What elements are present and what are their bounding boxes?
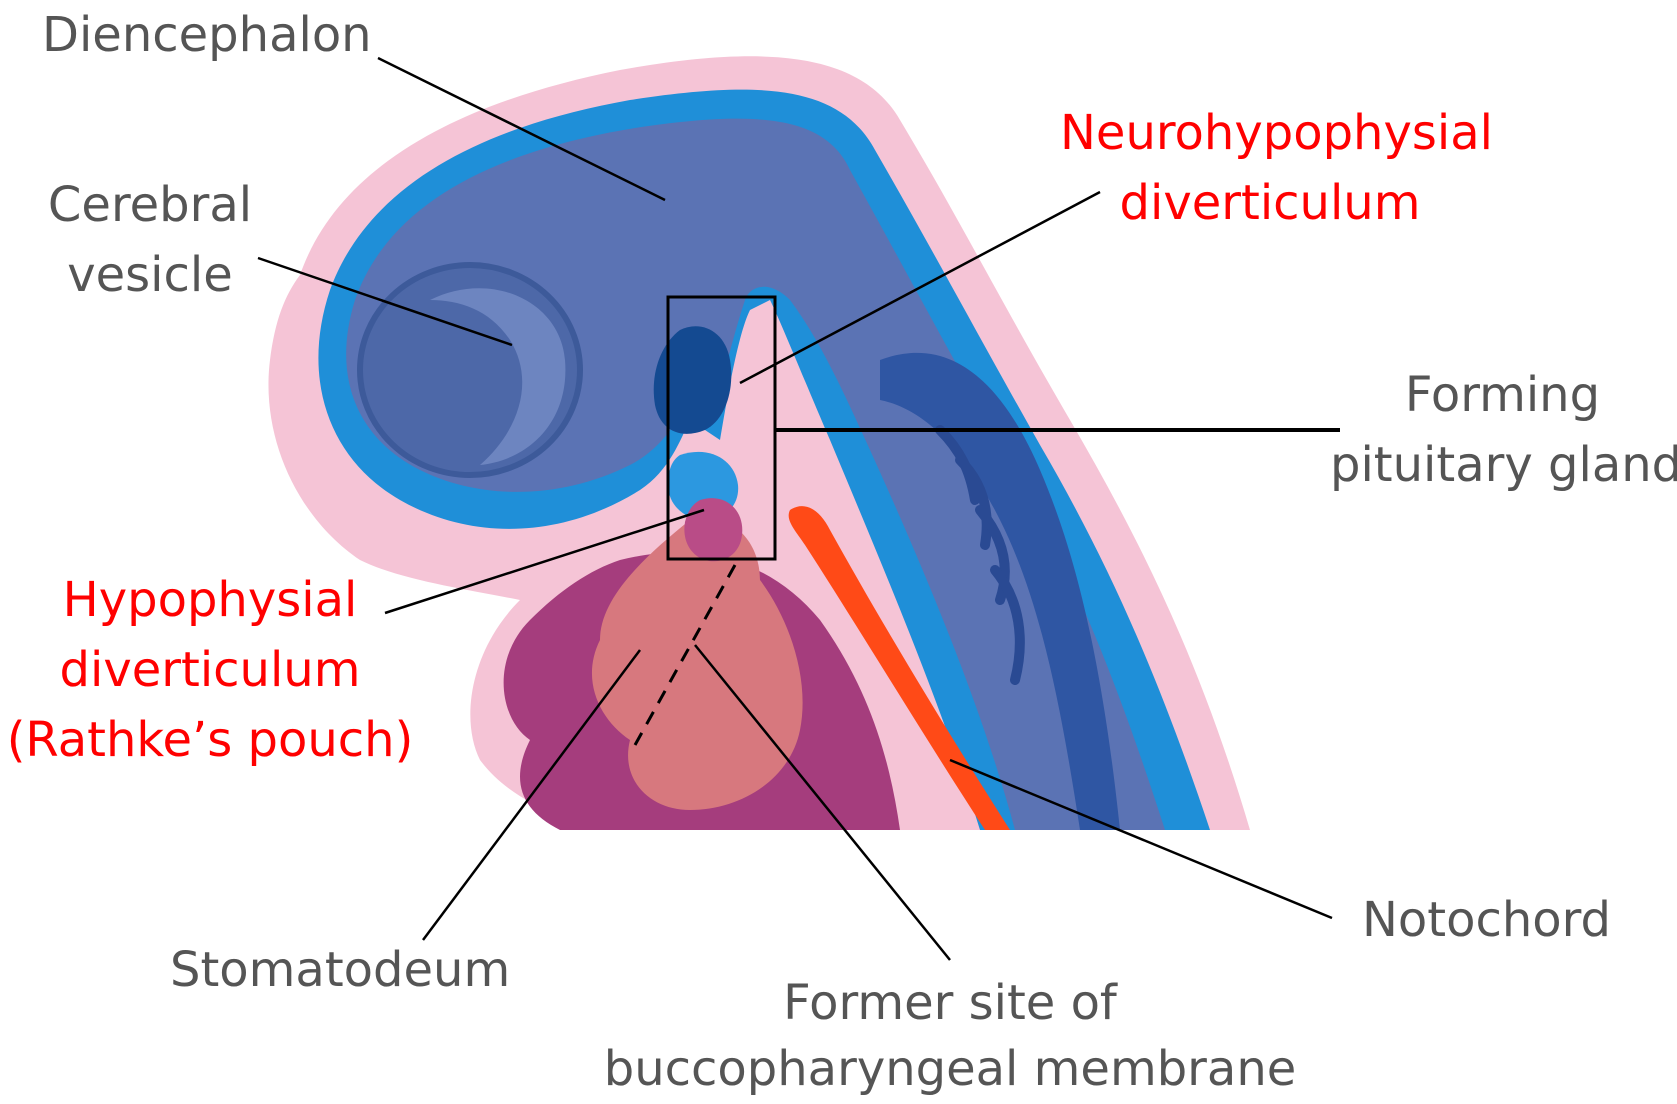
- label-notochord: Notochord: [1362, 885, 1611, 955]
- label-forming-pituitary-line1: Forming: [1330, 360, 1675, 430]
- label-neurohypophysial-line2: diverticulum: [1060, 168, 1480, 238]
- label-hypophysial-diverticulum: Hypophysial diverticulum (Rathke’s pouch…: [5, 565, 415, 775]
- label-hypophysial-line1: Hypophysial: [5, 565, 415, 635]
- label-hypophysial-line3: (Rathke’s pouch): [5, 705, 415, 775]
- label-cerebral-vesicle-line1: Cerebral: [40, 170, 260, 240]
- label-neurohypophysial-diverticulum: Neurohypophysial diverticulum: [1060, 98, 1480, 238]
- rathke-pouch: [684, 498, 742, 561]
- label-former-site-line2: buccopharyngeal membrane: [600, 1036, 1300, 1102]
- label-forming-pituitary-line2: pituitary gland: [1330, 430, 1675, 500]
- label-diencephalon: Diencephalon: [42, 0, 372, 70]
- label-cerebral-vesicle: Cerebral vesicle: [40, 170, 260, 310]
- label-cerebral-vesicle-line2: vesicle: [40, 240, 260, 310]
- label-stomatodeum: Stomatodeum: [170, 935, 510, 1005]
- label-former-site-line1: Former site of: [600, 970, 1300, 1036]
- label-neurohypophysial-line1: Neurohypophysial: [1060, 98, 1480, 168]
- label-hypophysial-line2: diverticulum: [5, 635, 415, 705]
- label-former-site: Former site of buccopharyngeal membrane: [600, 970, 1300, 1102]
- label-forming-pituitary-gland: Forming pituitary gland: [1330, 360, 1675, 500]
